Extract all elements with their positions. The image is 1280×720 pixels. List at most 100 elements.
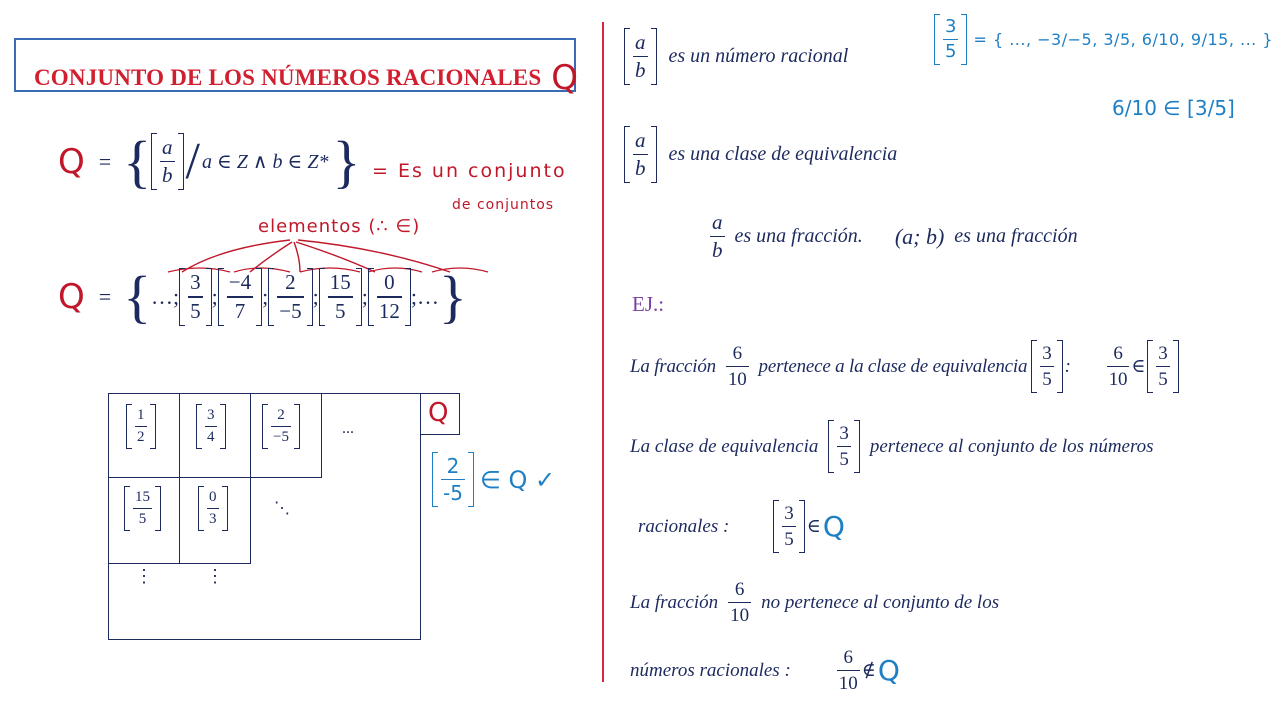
q-symbol: Q (877, 654, 900, 688)
example-text: La fracción (630, 591, 719, 613)
separator: ; (312, 283, 319, 309)
right-brace: } (438, 264, 467, 329)
frac-den: 5 (190, 298, 201, 323)
example-heading: EJ.: (632, 292, 665, 316)
frac-num: 15 (329, 270, 351, 295)
statement-text: es una fracción. (734, 225, 863, 248)
example-text: racionales : (638, 515, 730, 537)
frac-num: a (635, 128, 646, 152)
ellipsis: ;… (410, 284, 439, 309)
frac-den: 4 (207, 429, 215, 446)
example-text: La fracción (630, 355, 716, 377)
example-text: números racionales : (630, 659, 791, 681)
frac-num: 3 (207, 407, 215, 423)
frac-den: b (635, 156, 646, 181)
hand-membership-text: ∈ Q ✓ (479, 465, 556, 494)
frac-den: 5 (784, 529, 794, 551)
frac-num: 0 (209, 489, 217, 505)
element-of-symbol: ∈ (1131, 356, 1146, 378)
frac-den: -5 (443, 481, 463, 506)
frac-num: 3 (784, 503, 794, 524)
class-bracket: a b (151, 133, 184, 190)
element-of-symbol: ∈ (806, 516, 821, 538)
grid-cell (179, 477, 251, 564)
equals-sign: = (98, 284, 112, 309)
handwritten-note-of-sets: de conjuntos (452, 197, 555, 213)
frac-den: 10 (838, 673, 858, 695)
separator: ; (262, 283, 269, 309)
definition-condition: a ∈ Z ∧ b ∈ Z* (201, 151, 329, 173)
frac-num: 3 (1042, 343, 1052, 364)
frac-num: 0 (384, 270, 395, 295)
example-text: pertenece al conjunto de los números (869, 435, 1154, 457)
frac-num: 3 (839, 423, 849, 444)
q-symbol: Q (58, 277, 85, 317)
grid-dots-horizontal: ... (342, 420, 354, 437)
frac-num: a (635, 30, 646, 54)
left-brace: { (123, 128, 152, 194)
page-title: CONJUNTO DE LOS NÚMEROS RACIONALES Q (34, 54, 578, 98)
frac-num: 6 (732, 343, 743, 364)
frac-num: a (712, 210, 723, 234)
ellipsis: …; (151, 284, 180, 309)
grid-cell (250, 393, 322, 478)
q-symbol: Q (822, 510, 845, 544)
frac-num: 2 (277, 407, 285, 423)
title-box (14, 38, 576, 92)
statement-text: es una clase de equivalencia (668, 143, 898, 166)
frac-den: −5 (279, 298, 302, 323)
hand-bracket: 2-5 (432, 452, 474, 507)
frac-den: b (162, 163, 173, 188)
frac-num: −4 (228, 270, 252, 295)
equals-sign: = (98, 148, 112, 174)
frac-den: 10 (730, 605, 750, 627)
not-element-of-symbol: ∉ (861, 660, 876, 682)
frac-den: 5 (334, 298, 346, 323)
frac-den: 5 (1042, 369, 1052, 391)
statement-text: es una fracción (954, 225, 1078, 248)
frac-den: 10 (1108, 369, 1128, 391)
colon: : (1064, 355, 1071, 377)
frac-num: 3 (1158, 343, 1168, 364)
such-that-slash: / (185, 133, 200, 190)
q-definition: Q = { a b / a ∈ Z ∧ b ∈ Z* } (58, 132, 360, 191)
grid-q-label: Q (428, 398, 449, 428)
frac-den: 5 (839, 449, 849, 471)
q-symbol: Q (58, 141, 85, 182)
frac-den: 5 (945, 41, 957, 63)
frac-num: 3 (190, 270, 201, 295)
frac-den: 2 (137, 429, 145, 446)
title-q-symbol: Q (551, 58, 579, 98)
frac-num: a (162, 134, 173, 159)
example-text: La clase de equivalencia (630, 435, 819, 457)
handwritten-member-example: 6/10 ∈ [3/5] (1112, 96, 1235, 120)
frac-den: 7 (234, 298, 246, 323)
class-bracket: 2−5 (262, 404, 300, 449)
frac-num: 6 (1113, 343, 1123, 364)
statement-text: es un número racional (668, 45, 849, 68)
frac-den: b (712, 238, 723, 263)
example-2: La clase de equivalencia 3 5 pertenece al… (630, 420, 1154, 473)
handwritten-note-set-of-sets: = Es un conjunto (372, 160, 567, 182)
